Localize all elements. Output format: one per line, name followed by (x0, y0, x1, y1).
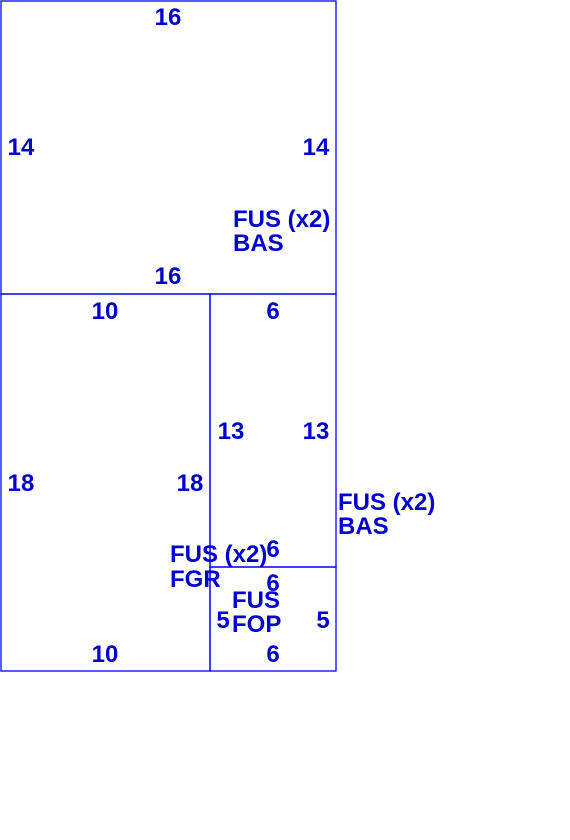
panel-top-dim-top: 16 (155, 4, 182, 31)
panel-small-outline (209, 566, 337, 672)
panel-top-label-line1: FUS (x2) (233, 206, 330, 233)
panel-left-dim-bottom: 10 (92, 641, 119, 668)
panel-top-dim-right: 14 (303, 134, 330, 161)
panel-small-dim-right: 5 (316, 607, 329, 634)
panel-small-label-line2: FOP (232, 611, 281, 638)
panel-left-label-line1: FUS (x2) (170, 541, 267, 568)
panel-small-dim-top: 6 (266, 570, 279, 597)
panel-small-dim-bottom: 6 (266, 641, 279, 668)
panel-top-label-line2: BAS (233, 230, 284, 257)
panel-mid-right-dim-bottom: 6 (266, 536, 279, 563)
panel-small: 6 6 5 5 FUS FOP (209, 566, 337, 672)
panel-mid-right-label-line2: BAS (338, 513, 389, 540)
panel-mid-right-dim-top: 6 (266, 298, 279, 325)
panel-small-label-line1: FUS (232, 587, 280, 614)
panel-top: 16 16 14 14 FUS (x2) BAS (0, 0, 337, 295)
panel-left-dim-left: 18 (8, 470, 35, 497)
panel-left: 10 10 18 18 FUS (x2) FGR (0, 293, 267, 672)
panel-mid-right: 6 6 13 13 FUS (x2) BAS (209, 293, 435, 568)
panel-top-dim-bottom: 16 (155, 263, 182, 290)
panel-top-dim-left: 14 (8, 134, 35, 161)
panel-mid-right-label-line1: FUS (x2) (338, 489, 435, 516)
panel-left-dim-top: 10 (92, 298, 119, 325)
panel-mid-right-dim-left: 13 (218, 418, 245, 445)
panel-small-dim-left: 5 (216, 607, 229, 634)
panel-left-dim-right: 18 (177, 470, 204, 497)
panel-top-outline (0, 0, 337, 295)
panel-mid-right-dim-right: 13 (303, 418, 330, 445)
panel-left-label-line2: FGR (170, 566, 221, 593)
